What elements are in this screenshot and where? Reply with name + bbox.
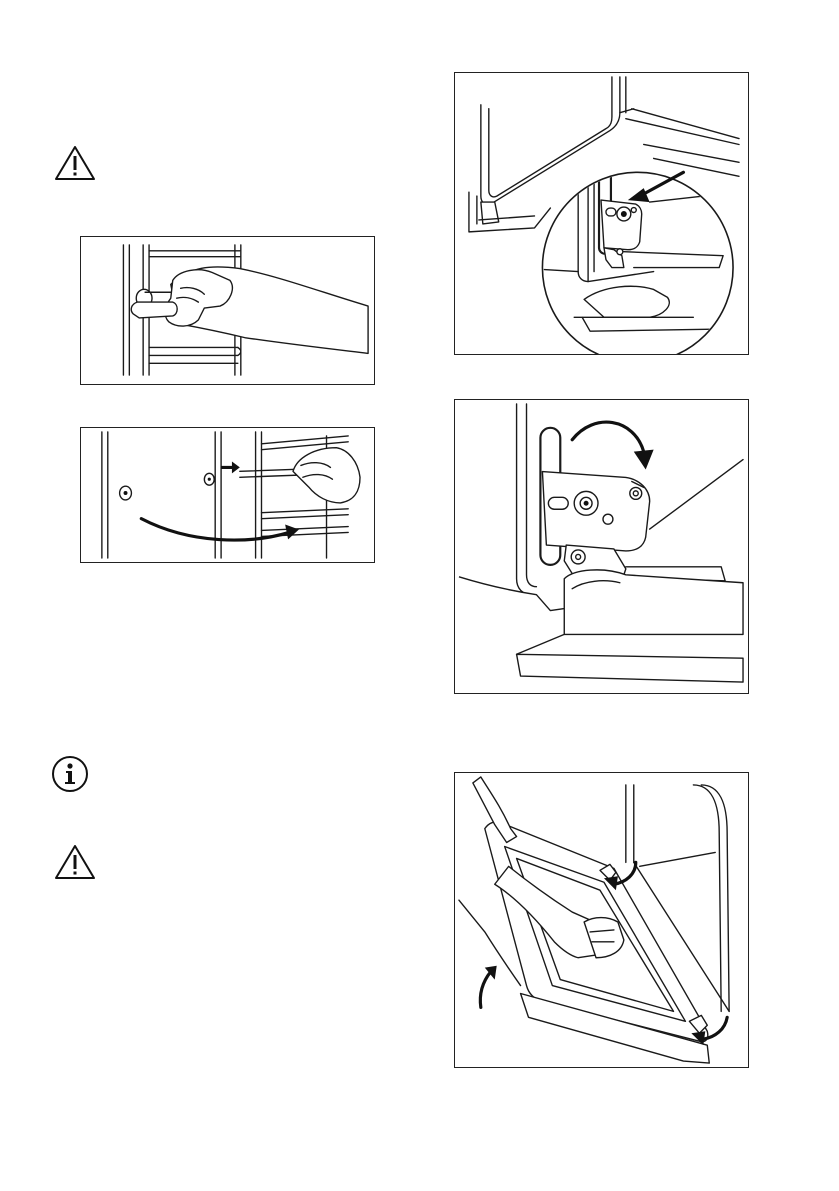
fig-door-lift-remove — [454, 772, 749, 1068]
warning-triangle-icon — [54, 844, 96, 880]
fig-door-hinge-detail — [454, 72, 749, 355]
hand-pull-illustration — [81, 237, 374, 384]
shelf-support-arrow-illustration — [81, 428, 374, 562]
fig-shelf-support-removal — [80, 427, 375, 563]
fig-hand-pull-shelf-support — [80, 236, 375, 385]
hinge-lever-zoom-illustration — [455, 73, 748, 354]
info-circle-icon — [51, 755, 89, 793]
hinge-rotate-illustration — [455, 400, 748, 693]
fig-hinge-lever-rotate — [454, 399, 749, 694]
warning-triangle-icon — [54, 145, 96, 181]
door-lift-illustration — [455, 773, 748, 1067]
